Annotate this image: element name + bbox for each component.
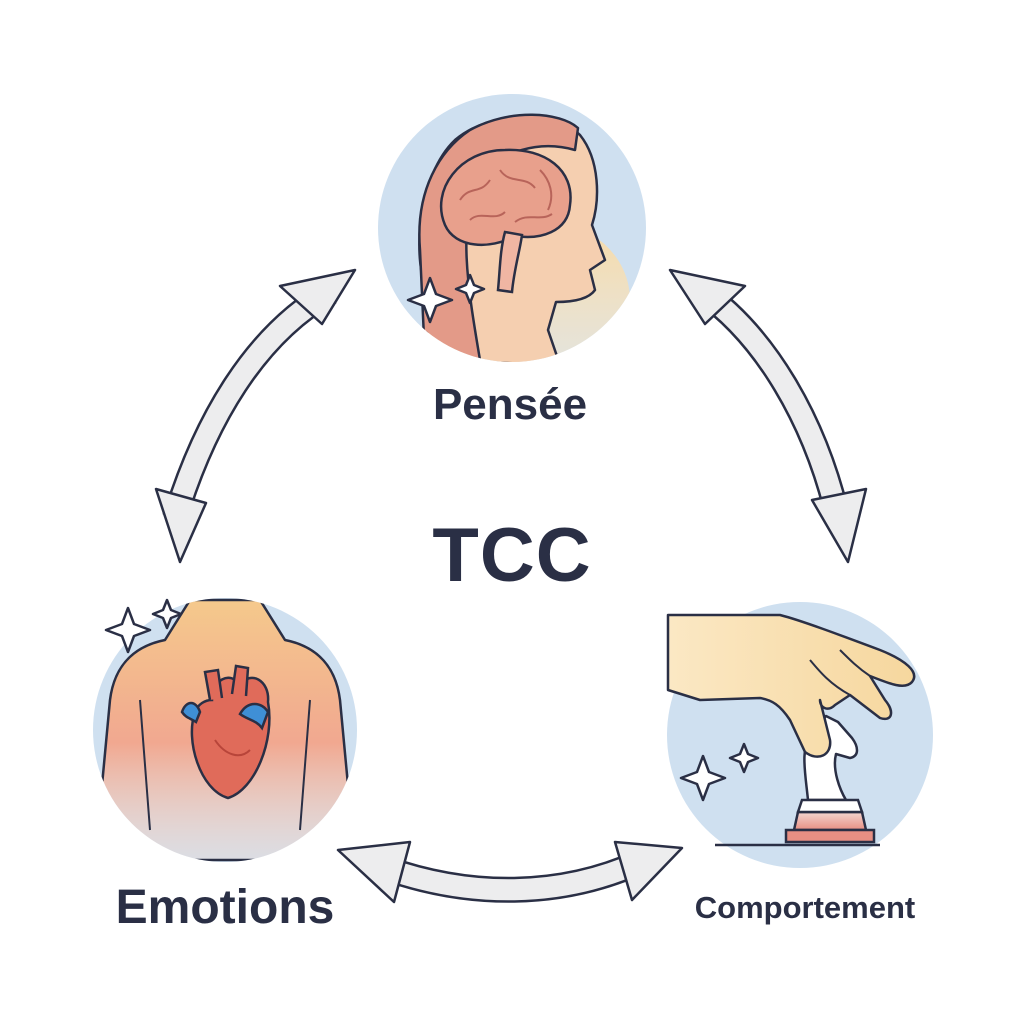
center-title: TCC xyxy=(432,513,592,598)
arrow-emotions-comportement xyxy=(336,840,684,904)
arrow-pensee-comportement xyxy=(668,268,868,564)
node-label-comportement: Comportement xyxy=(694,890,916,925)
chest-heart-icon xyxy=(93,598,357,862)
node-label-emotions: Emotions xyxy=(115,881,335,934)
arrow-pensee-emotions xyxy=(154,268,357,564)
head-brain-icon xyxy=(406,113,630,362)
node-comportement xyxy=(666,602,933,868)
heart-icon xyxy=(180,664,271,800)
node-pensee xyxy=(378,94,646,362)
hand-icon xyxy=(666,613,916,758)
node-emotions xyxy=(93,598,357,862)
node-label-pensee: Pensée xyxy=(432,380,588,429)
